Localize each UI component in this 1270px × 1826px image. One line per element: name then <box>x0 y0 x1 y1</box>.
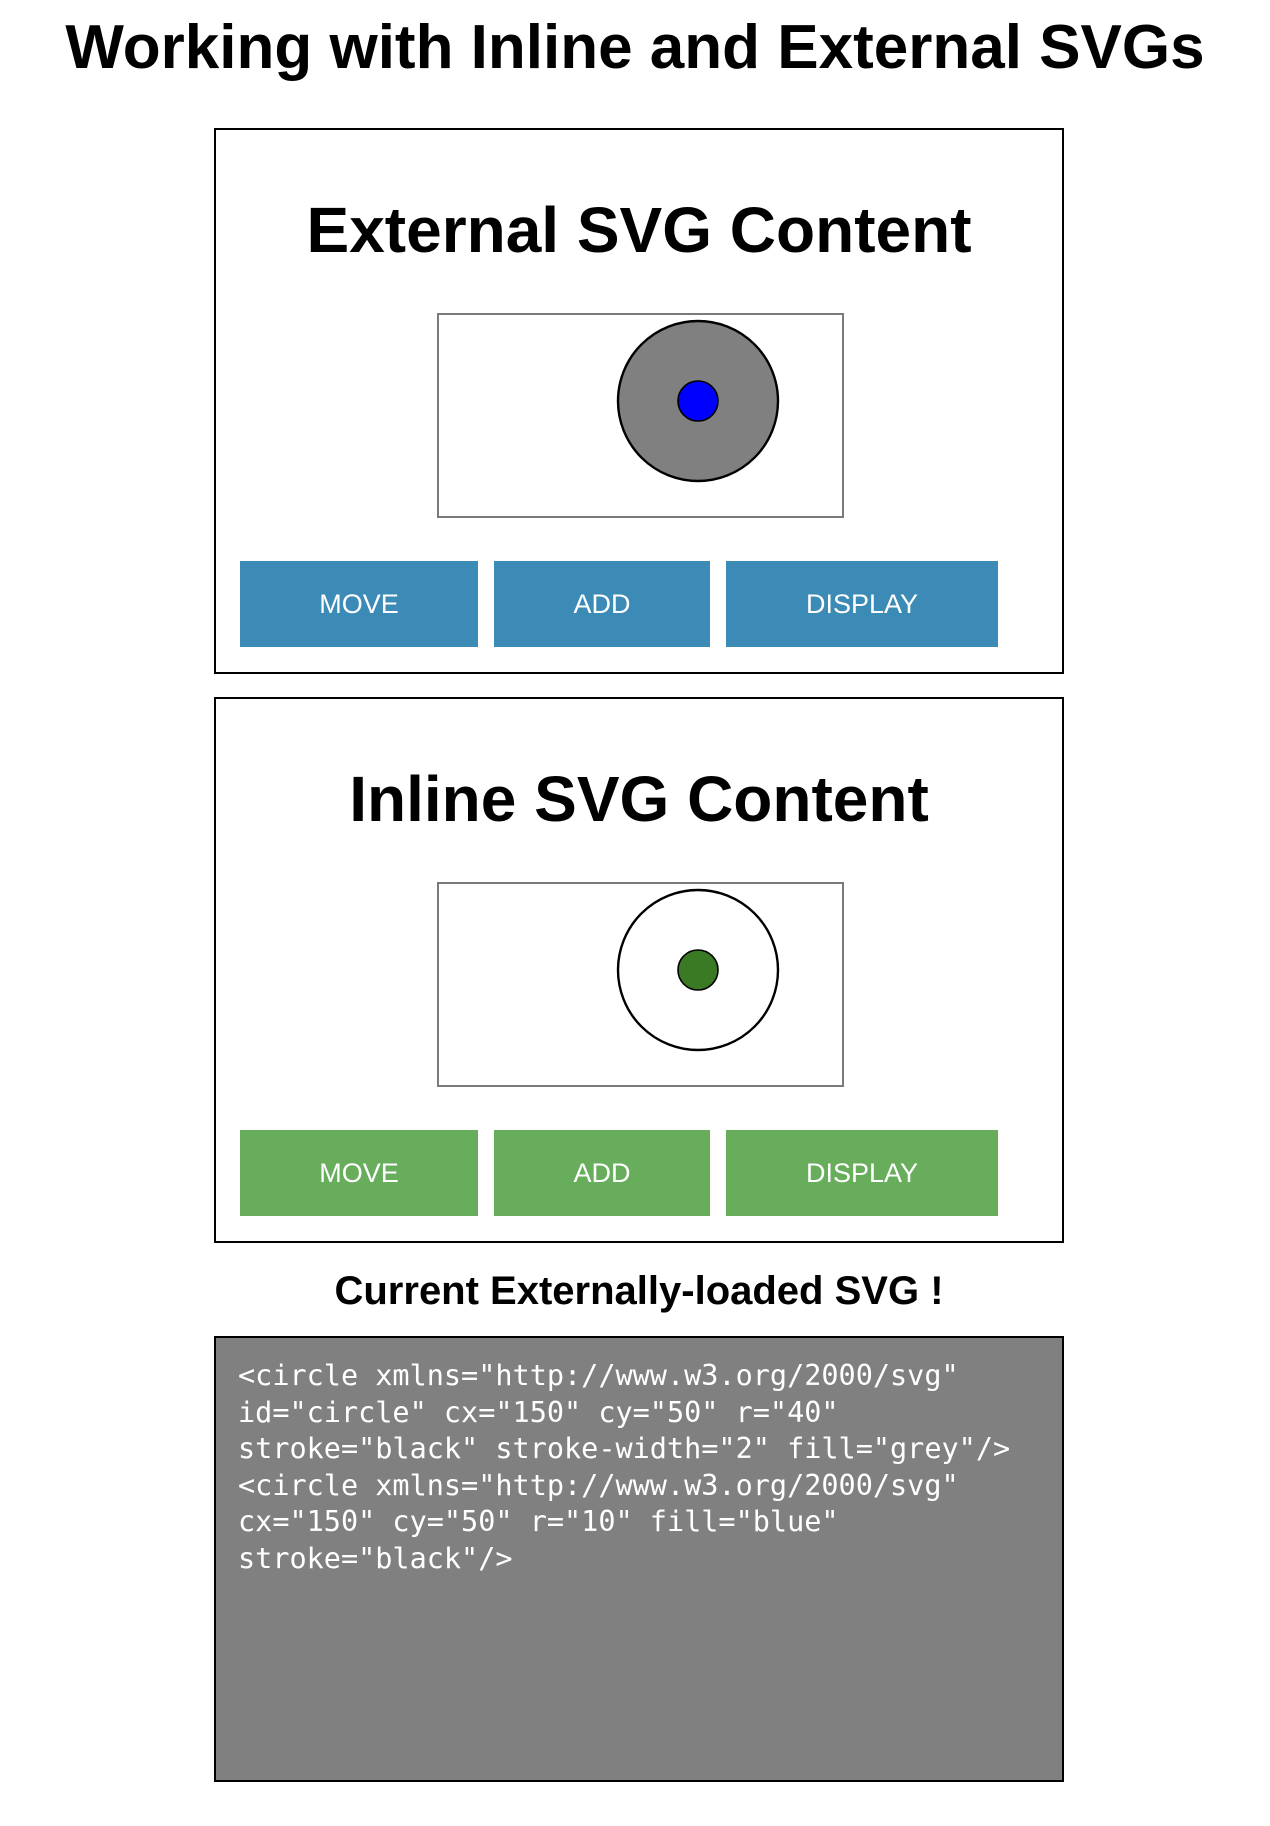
inline-move-button[interactable]: MOVE <box>240 1130 478 1216</box>
inline-button-row: MOVE ADD DISPLAY <box>240 1130 1040 1216</box>
external-svg-canvas <box>437 313 844 518</box>
inline-inner-circle <box>677 949 719 991</box>
inline-add-button[interactable]: ADD <box>494 1130 710 1216</box>
page-title: Working with Inline and External SVGs <box>65 13 1205 82</box>
inline-display-button[interactable]: DISPLAY <box>726 1130 998 1216</box>
current-svg-label: Current Externally-loaded SVG ! <box>334 1269 944 1313</box>
external-display-button[interactable]: DISPLAY <box>726 561 998 647</box>
current-svg-code: <circle xmlns="http://www.w3.org/2000/sv… <box>214 1336 1064 1782</box>
external-add-button[interactable]: ADD <box>494 561 710 647</box>
external-svg-panel: External SVG Content MOVE ADD DISPLAY <box>214 128 1064 674</box>
external-move-button[interactable]: MOVE <box>240 561 478 647</box>
inline-svg-drawing <box>616 888 780 1052</box>
inline-panel-heading: Inline SVG Content <box>349 763 929 835</box>
inline-svg-canvas <box>437 882 844 1087</box>
external-inner-circle <box>677 380 719 422</box>
inline-svg-panel: Inline SVG Content MOVE ADD DISPLAY <box>214 697 1064 1243</box>
external-panel-heading: External SVG Content <box>306 194 972 266</box>
external-button-row: MOVE ADD DISPLAY <box>240 561 1040 647</box>
external-svg-drawing <box>616 319 780 483</box>
